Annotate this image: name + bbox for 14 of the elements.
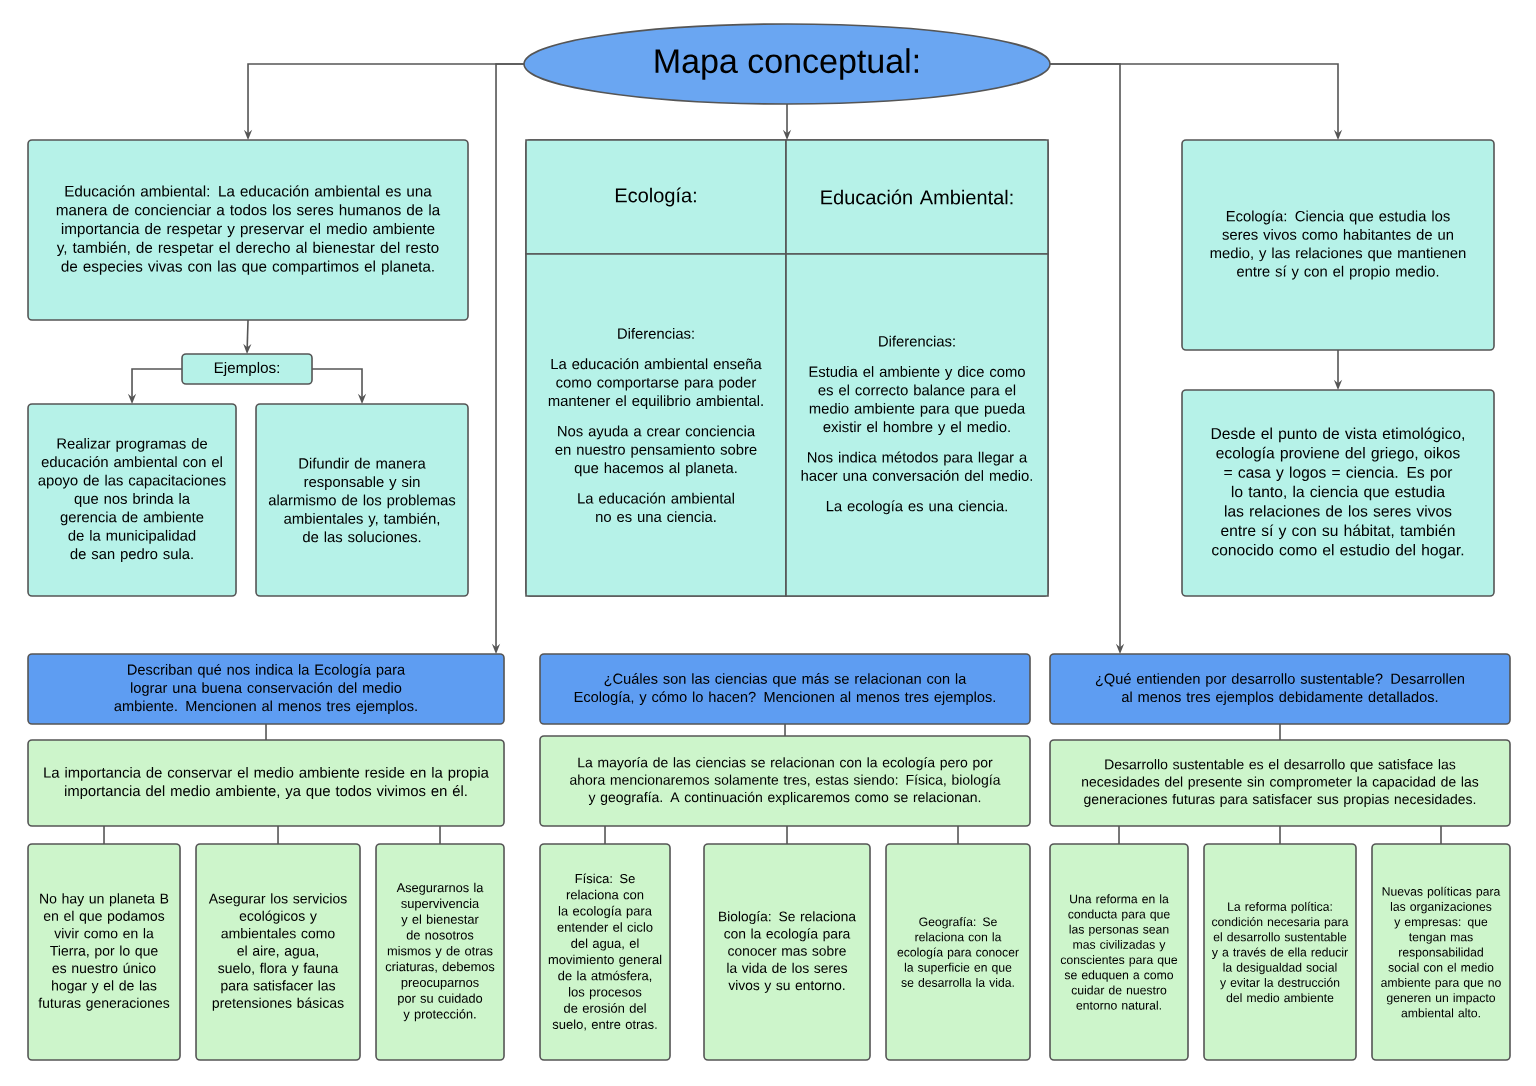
connector	[1279, 825, 1281, 845]
connector	[784, 723, 786, 737]
connector	[1118, 825, 1120, 845]
table-header-cell: Educación Ambiental:	[785, 139, 1049, 255]
connector	[604, 825, 606, 845]
connector	[786, 825, 788, 845]
connector	[439, 825, 441, 845]
connector	[957, 825, 959, 845]
connector	[265, 723, 267, 741]
connector	[103, 825, 105, 845]
connector	[1279, 723, 1281, 741]
connector	[277, 825, 279, 845]
connector	[1440, 825, 1442, 845]
table-header-cell: Ecología:	[525, 139, 787, 255]
